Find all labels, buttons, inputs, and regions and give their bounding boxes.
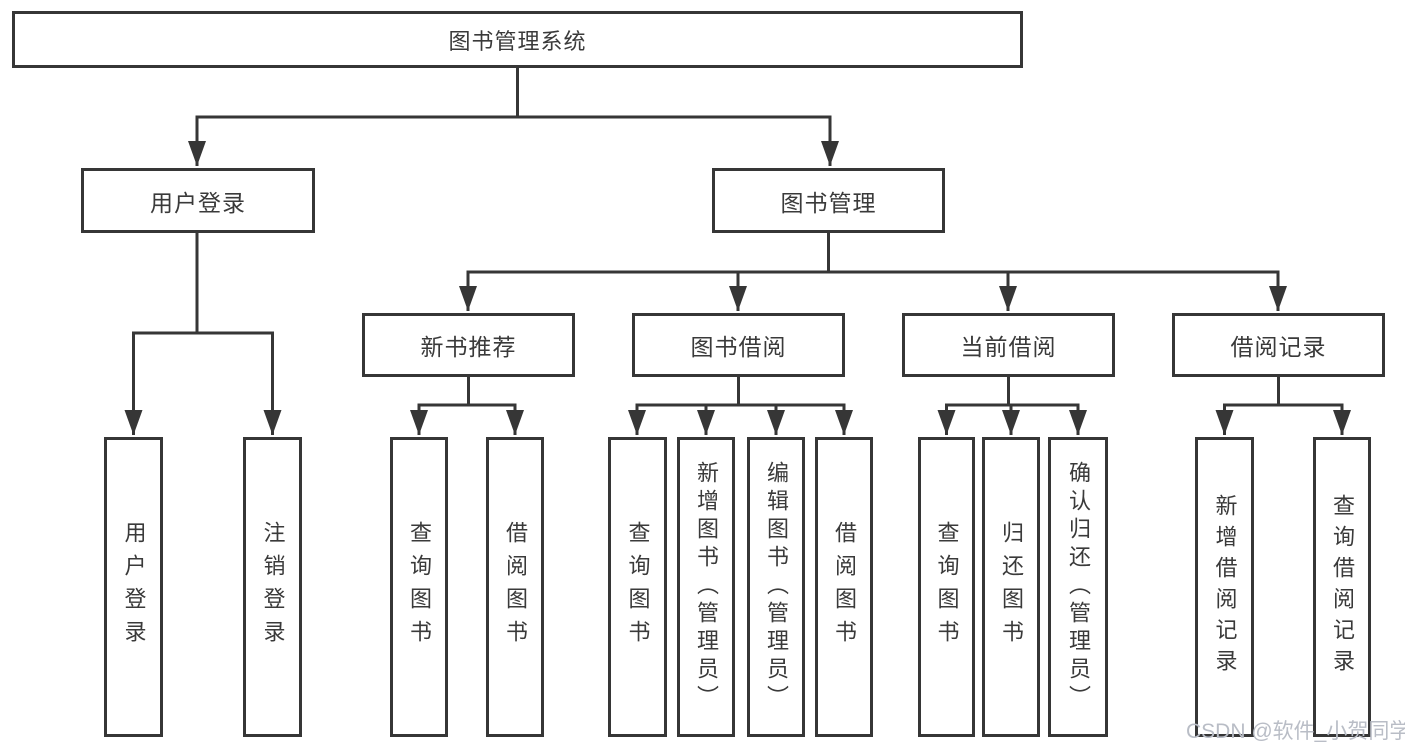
node-label: 图书管理	[780, 189, 877, 216]
node-label: 查询图书	[625, 521, 651, 653]
leaf-borrow-books-recommend: 借阅图书	[486, 437, 544, 737]
node-borrow-records: 借阅记录	[1172, 313, 1385, 377]
node-label: 归还图书	[999, 521, 1024, 653]
leaf-logout-login: 注销登录	[243, 437, 302, 737]
leaf-user-login: 用户登录	[104, 437, 163, 737]
leaf-add-borrow-record: 新增借阅记录	[1195, 437, 1254, 737]
node-book-management: 图书管理	[712, 168, 945, 233]
csdn-watermark: CSDN @软件_小贺同学	[1186, 720, 1405, 743]
leaf-query-borrow-record: 查询借阅记录	[1313, 437, 1371, 737]
leaf-edit-book-admin: 编辑图书（管理员）	[747, 437, 805, 737]
node-label: 新书推荐	[420, 334, 517, 360]
leaf-add-book-admin: 新增图书（管理员）	[677, 437, 735, 737]
node-label: 当前借阅	[960, 334, 1057, 360]
leaf-query-books-borrow: 查询图书	[608, 437, 667, 737]
node-library-management-system: 图书管理系统	[12, 11, 1023, 68]
node-label: 用户登录	[150, 189, 246, 216]
node-label: 新增图书（管理员）	[694, 461, 719, 713]
node-label: 借阅记录	[1230, 334, 1327, 360]
leaf-query-books-recommend: 查询图书	[390, 437, 448, 737]
node-label: 图书管理系统	[448, 28, 587, 54]
node-label: 查询借阅记录	[1330, 494, 1355, 680]
node-current-borrow: 当前借阅	[902, 313, 1115, 377]
node-label: 编辑图书（管理员）	[764, 461, 789, 713]
node-label: 借阅图书	[503, 521, 528, 653]
node-book-borrow: 图书借阅	[632, 313, 845, 377]
node-label: 确认归还（管理员）	[1066, 461, 1091, 713]
node-label: 图书借阅	[690, 334, 787, 360]
leaf-confirm-return-admin: 确认归还（管理员）	[1048, 437, 1108, 737]
node-user-login: 用户登录	[81, 168, 315, 233]
node-label: 查询图书	[934, 521, 960, 653]
node-label: 借阅图书	[832, 521, 857, 653]
leaf-borrow-books: 借阅图书	[815, 437, 873, 737]
node-label: 查询图书	[407, 521, 432, 653]
leaf-query-books-current: 查询图书	[918, 437, 975, 737]
node-label: 注销登录	[260, 521, 286, 653]
leaf-return-book: 归还图书	[982, 437, 1040, 737]
node-label: 新增借阅记录	[1212, 494, 1238, 680]
node-new-book-recommend: 新书推荐	[362, 313, 575, 377]
node-label: 用户登录	[121, 521, 147, 653]
